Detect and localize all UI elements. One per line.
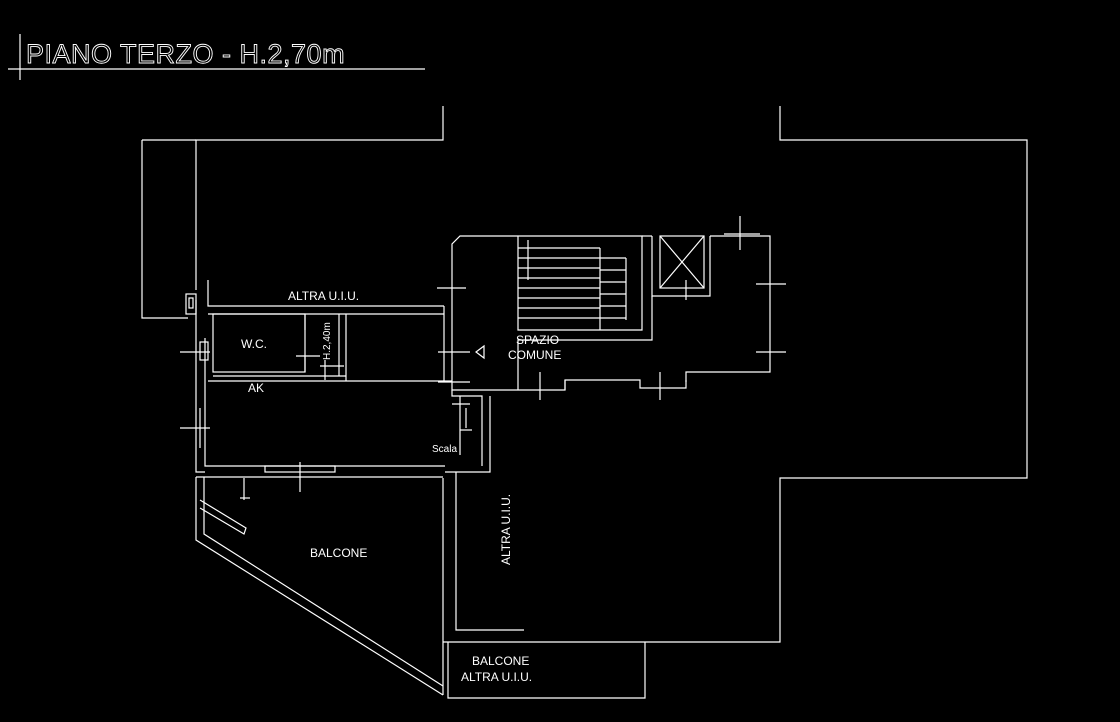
label-altra-uiu-top: ALTRA U.I.U. (288, 289, 359, 303)
altra-uiu-lower (443, 472, 646, 699)
door-ticks (180, 287, 472, 500)
label-spazio: SPAZIO (516, 333, 559, 347)
label-wc: W.C. (241, 337, 267, 351)
stair-core (451, 216, 786, 400)
apartment-walls (195, 280, 518, 478)
label-balcone: BALCONE (310, 546, 367, 560)
left-wall-detail (185, 293, 197, 315)
title-block: PIANO TERZO - H.2,70m (8, 34, 425, 80)
building-outline (141, 106, 1028, 695)
balcony-outline (195, 477, 444, 696)
label-altra-uiu-bottom: ALTRA U.I.U. (461, 670, 532, 684)
label-wc-height: H.2,40m (322, 322, 333, 360)
label-ak: AK (248, 381, 264, 395)
stair-treads (518, 240, 627, 330)
label-comune: COMUNE (508, 348, 561, 362)
label-scala: Scala (432, 444, 457, 455)
label-altra-uiu-side: ALTRA U.I.U. (499, 494, 513, 565)
label-balcone-altra: BALCONE (472, 654, 529, 668)
labels: ALTRA U.I.U. W.C. H.2,40m AK SPAZIO COMU… (241, 289, 561, 684)
plan-title: PIANO TERZO - H.2,70m (26, 39, 345, 69)
